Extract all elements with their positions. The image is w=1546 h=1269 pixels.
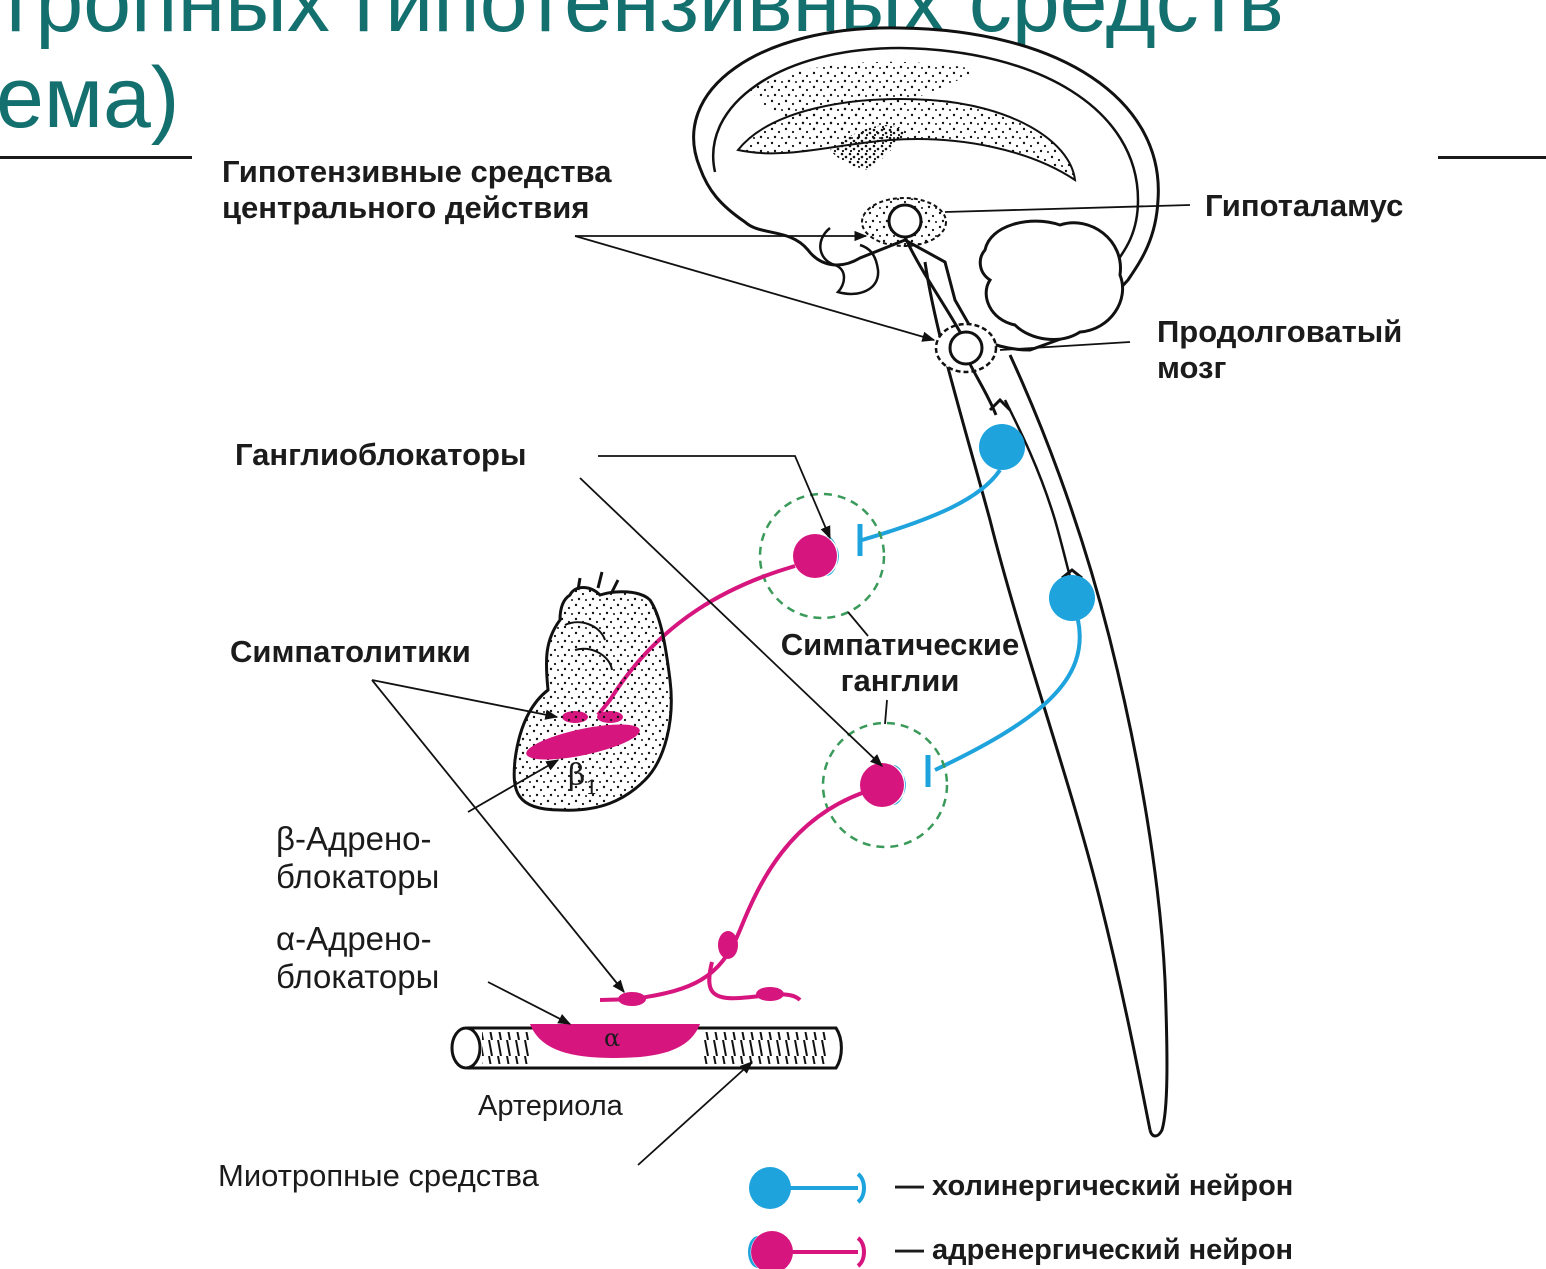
- arrow-central-to-medulla: [575, 236, 934, 340]
- label-sympatholytics: Симпатолитики: [230, 634, 471, 670]
- adrenergic-neuron-icon: [748, 1231, 864, 1269]
- preganglionic-neuron-lower: [1049, 575, 1095, 621]
- alpha-receptor-label: α: [604, 1024, 620, 1052]
- label-beta-blockers-line-2: блокаторы: [276, 858, 439, 896]
- label-hypothalamus: Гипоталамус: [1205, 188, 1403, 224]
- preganglionic-neuron-upper: [979, 424, 1025, 470]
- arteriole-end-cap: [452, 1028, 480, 1068]
- arrow-myotropic: [638, 1062, 752, 1165]
- label-central-drugs: Гипотензивные средства центрального дейс…: [222, 154, 611, 226]
- arteriole: [452, 1024, 841, 1068]
- cholinergic-neuron-icon: [749, 1167, 864, 1209]
- legend-adrenergic-text: — адренергический нейрон: [895, 1234, 1293, 1267]
- label-beta-blockers: β-Адрено- блокаторы: [276, 820, 439, 896]
- spinal-descending-fiber: [1005, 400, 1072, 582]
- label-beta-blockers-line-1: β-Адрено-: [276, 820, 439, 858]
- varicosity-vessel-1: [718, 931, 738, 959]
- legend-cholinergic-text: — холинергический нейрон: [895, 1170, 1293, 1203]
- arteriole-hatching-right: [700, 1032, 830, 1064]
- arrow-ganglioblockers-upper: [598, 456, 830, 538]
- varicosity-vessel-3: [756, 987, 784, 1001]
- postganglionic-axon-vessel: [600, 793, 862, 1000]
- brainstem-right: [1010, 355, 1167, 1136]
- label-sympathetic-ganglia-line-1: Симпатические: [774, 627, 1026, 663]
- label-central-drugs-line-2: центрального действия: [222, 190, 611, 226]
- label-sympathetic-ganglia-line-2: ганглии: [774, 663, 1026, 699]
- ganglion-neuron-upper: [793, 534, 837, 578]
- varicosity-vessel-2: [618, 992, 646, 1006]
- label-sympathetic-ganglia: Симпатические ганглии: [774, 627, 1026, 699]
- label-arteriole: Артериола: [478, 1088, 623, 1124]
- label-myotropic: Миотропные средства: [218, 1158, 539, 1194]
- label-central-drugs-line-1: Гипотензивные средства: [222, 154, 611, 190]
- arrow-sympatholytics-heart: [372, 680, 557, 717]
- label-alpha-blockers-line-1: α-Адрено-: [276, 920, 439, 958]
- label-medulla: Продолговатый мозг: [1157, 314, 1402, 386]
- arrow-alpha-blockers: [488, 982, 570, 1024]
- label-alpha-blockers: α-Адрено- блокаторы: [276, 920, 439, 996]
- arteriole-hatching-left: [482, 1032, 532, 1064]
- hypothalamus-neuron: [889, 205, 921, 237]
- leader-ganglia-lower: [885, 700, 887, 724]
- label-alpha-blockers-line-2: блокаторы: [276, 958, 439, 996]
- medulla-neuron: [950, 332, 982, 364]
- label-medulla-line-2: мозг: [1157, 350, 1402, 386]
- label-medulla-line-1: Продолговатый: [1157, 314, 1402, 350]
- ganglion-neuron-lower: [860, 763, 904, 807]
- label-ganglion-blockers: Ганглиоблокаторы: [235, 437, 526, 473]
